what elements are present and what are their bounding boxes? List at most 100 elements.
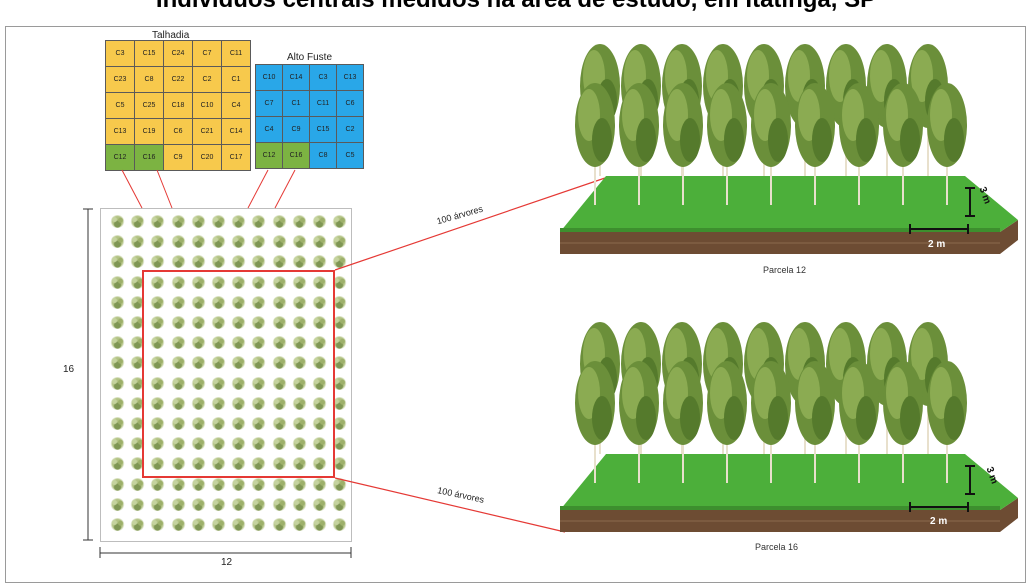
plant-icon xyxy=(110,457,125,471)
plant-icon xyxy=(170,215,186,228)
plant-icon xyxy=(211,275,226,289)
plant-icon xyxy=(312,336,327,350)
arrow-talhadia-c16 xyxy=(156,169,173,209)
parcel-12-grass xyxy=(560,176,1018,232)
plant-icon xyxy=(170,316,186,329)
plant-icon xyxy=(190,215,206,228)
plant-icon xyxy=(170,235,186,249)
plant-icon xyxy=(332,316,348,329)
plant-icon xyxy=(190,437,206,451)
plant-icon xyxy=(110,477,125,491)
plant-icon xyxy=(251,215,267,228)
plant-icon xyxy=(190,356,206,370)
tree-crown-shadow xyxy=(768,396,788,440)
plant-icon xyxy=(332,215,348,228)
plant-icon xyxy=(110,235,125,249)
plant-icon xyxy=(231,396,247,410)
plant-icon xyxy=(291,235,307,249)
plant-icon xyxy=(231,215,247,228)
plant-icon xyxy=(231,316,247,329)
plant-icon xyxy=(291,417,307,430)
plant-icon xyxy=(271,518,287,531)
plant-icon xyxy=(332,376,348,390)
plant-icon xyxy=(312,316,327,329)
plant-icon xyxy=(170,396,186,410)
plant-icon xyxy=(110,275,125,289)
plant-icon xyxy=(211,215,226,228)
plant-icon xyxy=(271,417,287,430)
talhadia-cell-c17: C17 xyxy=(221,144,251,171)
plant-icon xyxy=(231,437,247,451)
alto-fuste-cell-c6: C6 xyxy=(336,90,364,117)
plant-icon xyxy=(211,497,226,511)
parcel-16-grass-edge xyxy=(560,506,1000,510)
talhadia-cell-c12: C12 xyxy=(105,144,135,171)
plant-icon xyxy=(332,255,348,269)
plant-icon xyxy=(231,518,247,531)
figure-title: Indivíduos centrais medidos na área de e… xyxy=(0,0,1032,14)
plant-icon xyxy=(130,437,146,451)
plant-icon xyxy=(211,295,226,309)
plant-icon xyxy=(332,457,348,471)
plant-icon xyxy=(110,497,125,511)
arrow-alto-c16 xyxy=(274,169,296,209)
plant-icon xyxy=(110,255,125,269)
talhadia-title: Talhadia xyxy=(152,30,190,41)
plant-icon xyxy=(312,437,327,451)
tree-crown-shadow xyxy=(900,396,920,440)
plant-icon xyxy=(251,437,267,451)
plant-icon xyxy=(291,316,307,329)
plant-icon xyxy=(312,518,327,531)
plant-icon xyxy=(332,295,348,309)
plant-icon xyxy=(271,497,287,511)
plant-icon xyxy=(130,275,146,289)
plant-icon xyxy=(291,396,307,410)
plant-icon xyxy=(332,417,348,430)
plant-icon xyxy=(190,477,206,491)
plant-icon xyxy=(170,376,186,390)
plant-icon xyxy=(231,497,247,511)
tree-crown-shadow xyxy=(724,118,744,162)
plot-width-label: 12 xyxy=(221,557,233,568)
alto-fuste-cell-c8: C8 xyxy=(309,142,337,169)
tree-crown-shadow xyxy=(724,396,744,440)
plant-icon xyxy=(150,437,166,451)
plant-icon xyxy=(231,295,247,309)
measured-area-box xyxy=(142,270,335,478)
tree-crown-shadow xyxy=(636,396,656,440)
plant-icon xyxy=(110,396,125,410)
plant-icon xyxy=(170,437,186,451)
tree-crown-shadow xyxy=(592,396,612,440)
arrow-alto-c12 xyxy=(247,169,269,209)
plant-icon xyxy=(291,437,307,451)
plant-icon xyxy=(332,275,348,289)
tree-crown-shadow xyxy=(812,118,832,162)
plant-icon xyxy=(291,295,307,309)
plant-icon xyxy=(251,316,267,329)
plant-icon xyxy=(291,356,307,370)
talhadia-cell-c1: C1 xyxy=(221,66,251,93)
plant-icon xyxy=(150,417,166,430)
plant-icon xyxy=(170,497,186,511)
plant-icon xyxy=(251,235,267,249)
plant-icon xyxy=(332,235,348,249)
plant-icon xyxy=(291,215,307,228)
plant-icon xyxy=(312,255,327,269)
parcel-12-caption: Parcela 12 xyxy=(763,265,807,275)
plant-icon xyxy=(271,255,287,269)
plant-icon xyxy=(251,457,267,471)
plant-icon xyxy=(271,235,287,249)
plant-icon xyxy=(150,275,166,289)
plant-icon xyxy=(150,316,166,329)
plant-icon xyxy=(190,255,206,269)
plant-icon xyxy=(291,275,307,289)
plant-icon xyxy=(211,457,226,471)
plant-icon xyxy=(130,215,146,228)
plant-icon xyxy=(170,477,186,491)
plant-icon xyxy=(332,356,348,370)
alto-fuste-cell-c3: C3 xyxy=(309,64,337,91)
plant-icon xyxy=(271,396,287,410)
plant-icon xyxy=(251,417,267,430)
plant-icon xyxy=(190,316,206,329)
plant-icon xyxy=(231,356,247,370)
